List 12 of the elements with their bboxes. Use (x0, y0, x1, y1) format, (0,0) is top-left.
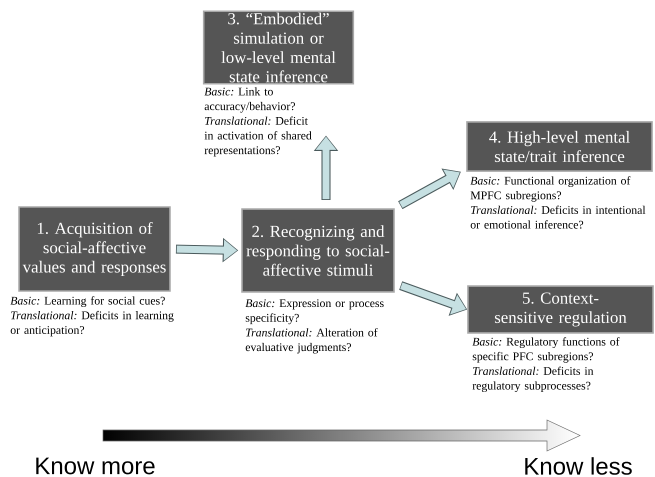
description-text: Basic: Learning for social cues? Translational: Deficits in learning or anticipation? (10, 296, 174, 336)
process-box: 2. Recognizing and responding to social-affective stimuli (241, 208, 395, 293)
process-box: 4. High-level mental state/trait inference (466, 121, 653, 172)
process-box: 5. Context-sensitive regulation (467, 285, 654, 334)
process-box: 1. Acquisition of social-affective values and responses (18, 206, 171, 292)
description-text: Basic: Functional organization of MPFC subregions? Translational: Deficits in intentional or emotional inference? (470, 176, 646, 229)
description-text: Basic: Link to accuracy/behavior? Translational: Deficit in activation of shared representations? (204, 87, 312, 157)
process-box: 3. “Embodied” simulation or low-level mental state inference (202, 10, 354, 85)
description-text: Basic: Regulatory functions of specific PFC subregions? Translational: Deficits in regulatory subprocesses? (472, 337, 620, 392)
scale-label: Know more (36, 458, 155, 474)
scale-label: Know less (525, 457, 632, 475)
description-text: Basic: Expression or process specificity? Translational: Alteration of evaluative judgments? (245, 299, 384, 354)
